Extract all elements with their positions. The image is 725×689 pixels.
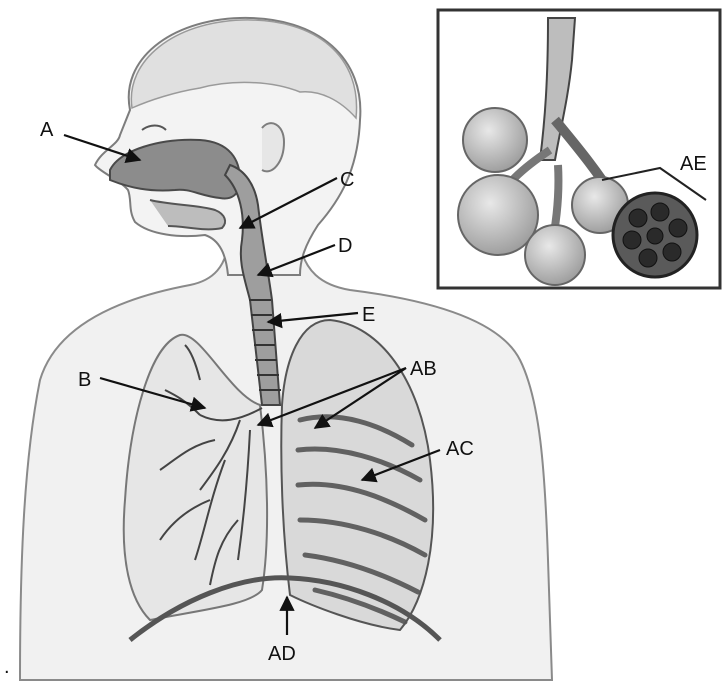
label-ac: AC bbox=[446, 438, 474, 460]
head-outline bbox=[95, 18, 360, 275]
label-c: C bbox=[340, 169, 354, 191]
label-ae: AE bbox=[680, 153, 707, 175]
label-ad: AD bbox=[268, 643, 296, 665]
label-b: B bbox=[78, 369, 91, 391]
label-a: A bbox=[40, 119, 54, 141]
label-ab: AB bbox=[410, 358, 437, 380]
nasal-cavity bbox=[110, 140, 240, 230]
label-d: D bbox=[338, 235, 352, 257]
stray-mark: . bbox=[4, 656, 10, 679]
label-e: E bbox=[362, 304, 375, 326]
alveoli-inset bbox=[438, 10, 720, 288]
